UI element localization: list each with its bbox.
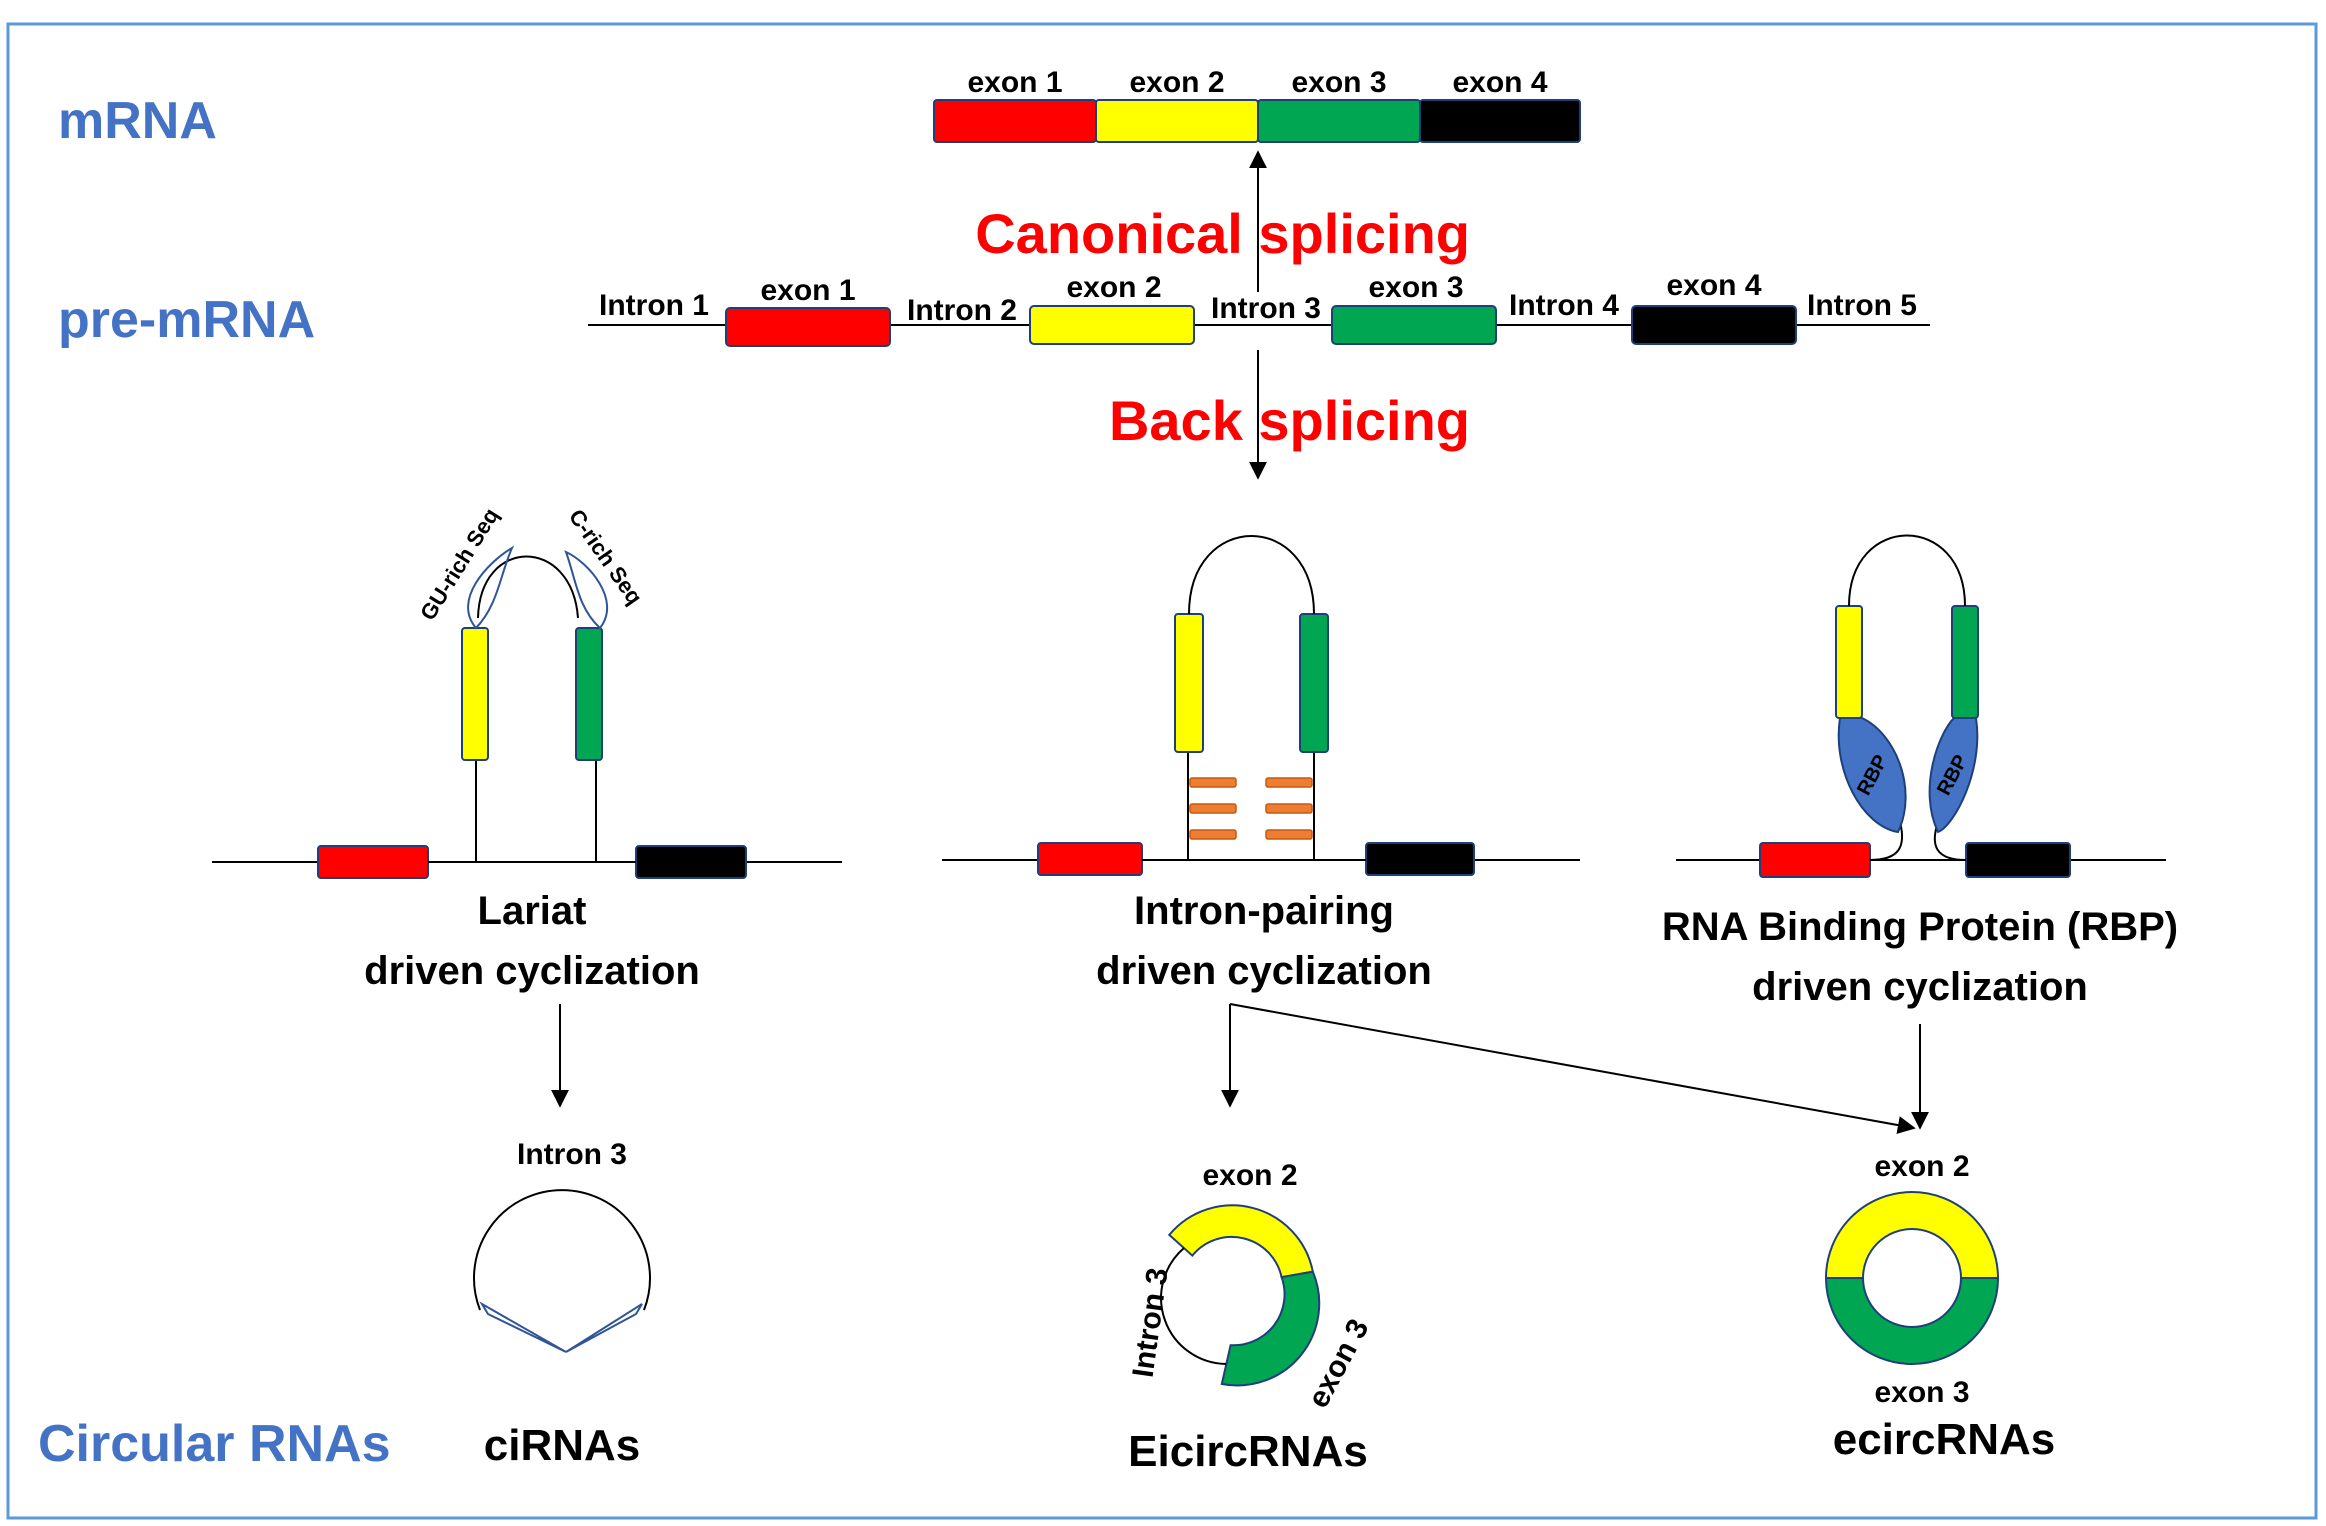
pre-mrna-exon-2 <box>1029 305 1195 345</box>
mrna-exon-3-label: exon 3 <box>1291 66 1386 99</box>
label-mrna: mRNA <box>58 92 217 150</box>
eicirc-intron-label: Intron 3 <box>1127 1266 1175 1380</box>
ecirc-exon-2-label: exon 2 <box>1874 1150 1969 1183</box>
cirna-label: ciRNAs <box>484 1421 641 1470</box>
rbp-exon-2 <box>1835 605 1863 719</box>
pre-mrna-exon-1 <box>725 307 891 347</box>
intron-pairing-bars <box>1189 777 1313 840</box>
pre-mrna-exon-1-label: exon 1 <box>760 274 855 307</box>
pre-mrna-intron-2-label: Intron 2 <box>907 294 1017 327</box>
eicirc-label: EicircRNAs <box>1128 1427 1368 1476</box>
mrna-exon-4 <box>1419 99 1581 143</box>
cirna-intron-label: Intron 3 <box>517 1138 627 1171</box>
intron-pairing-title-1: Intron-pairing <box>1134 889 1394 933</box>
mrna-exon-2-label: exon 2 <box>1129 66 1224 99</box>
pairing-exon-3 <box>1299 613 1329 753</box>
pre-mrna-strand: exon 1 exon 2 exon 3 exon 4 Intron 1 Int… <box>588 269 1930 347</box>
pre-mrna-intron-5-label: Intron 5 <box>1807 289 1917 322</box>
cirna-product: Intron 3 ciRNAs <box>473 1138 651 1470</box>
back-splicing-label: Back splicing <box>1109 389 1470 452</box>
label-pre-mrna: pre-mRNA <box>58 291 315 349</box>
ecirc-exon-3-label: exon 3 <box>1874 1376 1969 1409</box>
pre-mrna-intron-4-label: Intron 4 <box>1509 289 1619 322</box>
rbp-exon-4 <box>1965 842 2071 878</box>
mrna-exon-1-label: exon 1 <box>967 66 1062 99</box>
mrna-exon-2 <box>1095 99 1259 143</box>
arrow-pairing-to-ecirc <box>1229 1003 1916 1134</box>
rbp-title-1: RNA Binding Protein (RBP) <box>1662 905 2178 949</box>
pre-mrna-exon-2-label: exon 2 <box>1066 271 1161 304</box>
canonical-splicing-label: Canonical splicing <box>975 202 1470 265</box>
lariat-exon-2 <box>461 627 489 761</box>
ecirc-exon-2-arc <box>1824 1191 2000 1279</box>
c-rich-seq-label: C-rich Seq <box>564 505 648 609</box>
pairing-exon-4 <box>1365 842 1475 876</box>
rbp-exon-1 <box>1759 842 1871 878</box>
eicirc-exon-2-arc <box>1167 1204 1314 1279</box>
rbp-left-blob <box>1837 717 1907 834</box>
lariat-exon-3 <box>575 627 603 761</box>
lariat-exon-4 <box>635 845 747 879</box>
lariat-mechanism: GU-rich Seq C-rich Seq Lariat driven cyc… <box>212 504 842 993</box>
pairing-exon-1 <box>1037 842 1143 876</box>
eicirc-product: exon 2 exon 3 Intron 3 EicircRNAs <box>1127 1159 1376 1476</box>
pre-mrna-exon-3-label: exon 3 <box>1368 271 1463 304</box>
mrna-exon-3 <box>1257 99 1421 143</box>
intron-pairing-title-2: driven cyclization <box>1096 949 1432 993</box>
figure-frame <box>6 22 2318 1520</box>
lariat-title-2: driven cyclization <box>364 949 700 993</box>
ecirc-exon-3-arc <box>1824 1277 2000 1365</box>
ecirc-product: exon 2 exon 3 ecircRNAs <box>1824 1150 2056 1464</box>
pre-mrna-exon-3 <box>1331 305 1497 345</box>
mrna-exon-4-label: exon 4 <box>1452 66 1547 99</box>
eicirc-intron-arc <box>1160 1247 1227 1365</box>
pre-mrna-exon-4 <box>1631 305 1797 345</box>
lariat-exon-1 <box>317 845 429 879</box>
rbp-right-blob <box>1928 717 1979 834</box>
mrna-exon-1 <box>933 99 1097 143</box>
rbp-exon-3 <box>1951 605 1979 719</box>
intron-pairing-mechanism: Intron-pairing driven cyclization <box>942 535 1580 993</box>
pairing-exon-2 <box>1174 613 1204 753</box>
pre-mrna-exon-4-label: exon 4 <box>1666 269 1761 302</box>
pre-mrna-intron-1-label: Intron 1 <box>599 289 709 322</box>
ecirc-label: ecircRNAs <box>1833 1415 2056 1464</box>
pre-mrna-intron-3-label: Intron 3 <box>1211 292 1321 325</box>
eicirc-exon-3-arc <box>1220 1270 1321 1387</box>
eicirc-exon-2-label: exon 2 <box>1202 1159 1297 1192</box>
mrna-strand: exon 1 exon 2 exon 3 exon 4 <box>933 66 1581 143</box>
rbp-mechanism: RBP RBP RNA Binding Protein (RBP) driven… <box>1662 534 2178 1009</box>
lariat-title-1: Lariat <box>478 889 587 933</box>
rbp-title-2: driven cyclization <box>1752 965 2088 1009</box>
label-circular-rnas: Circular RNAs <box>38 1415 391 1473</box>
